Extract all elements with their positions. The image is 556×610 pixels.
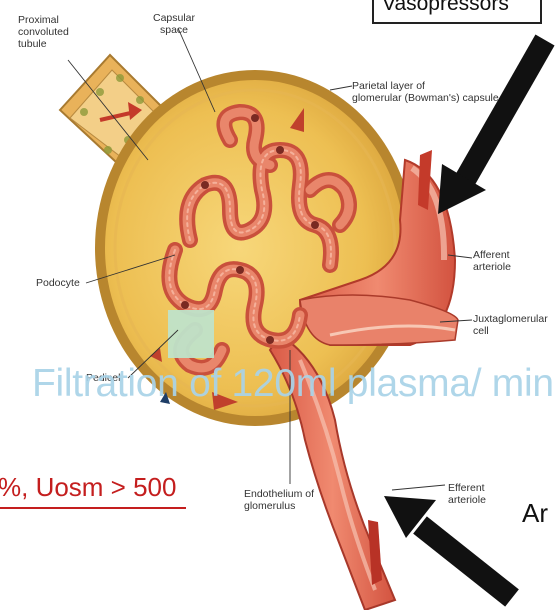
arrow-to-efferent [384,496,512,598]
pedicel-inset [168,310,214,358]
label-efferent-arteriole: Efferent arteriole [448,482,486,506]
vasopressors-label: Vasopressors [382,0,509,16]
arrow-to-afferent [438,40,545,214]
truncated-ar-text: Ar [522,498,548,529]
label-capsular-space: Capsular space [148,12,200,36]
label-juxtaglomerular-cell: Juxtaglomerular cell [473,313,548,337]
vasopressors-box: Vasopressors [372,0,542,24]
filtration-rate-text: Filtration of 120ml plasma/ min [32,362,554,406]
label-endothelium: Endothelium of glomerulus [244,488,314,512]
uosm-underline [0,507,186,509]
label-proximal-tubule: Proximal convoluted tubule [18,14,69,50]
label-parietal-layer: Parietal layer of glomerular (Bowman's) … [352,80,499,104]
label-podocyte: Podocyte [36,277,80,289]
uosm-text: %, Uosm > 500 [0,472,176,503]
label-afferent-arteriole: Afferent arteriole [473,249,511,273]
